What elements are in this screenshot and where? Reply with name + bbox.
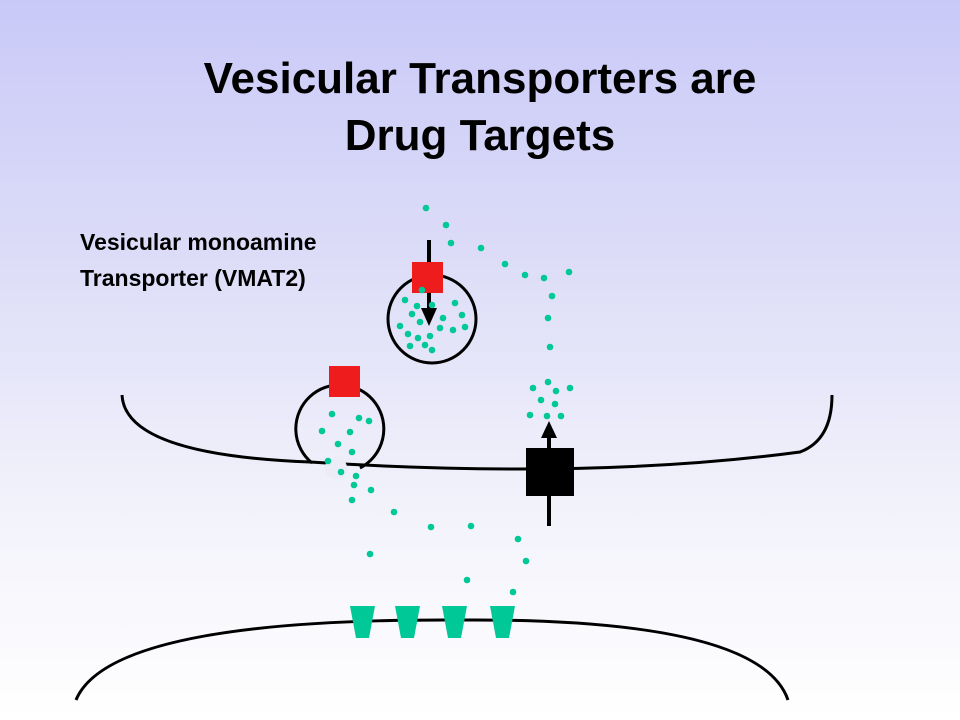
plasma-membrane-transporter xyxy=(526,448,574,496)
neurotransmitter-dot xyxy=(396,322,404,330)
vmat2-transporter-fused-vesicle xyxy=(329,366,360,397)
neurotransmitter-dot xyxy=(406,342,414,350)
neurotransmitter-dot xyxy=(501,260,509,268)
postsynaptic-membrane xyxy=(74,618,790,701)
neurotransmitter-molecules xyxy=(318,204,574,596)
neurotransmitter-dot xyxy=(436,324,444,332)
receptor xyxy=(350,606,375,638)
neurotransmitter-dot xyxy=(463,576,471,584)
neurotransmitter-dot xyxy=(318,427,326,435)
neurotransmitter-dot xyxy=(477,244,485,252)
neurotransmitter-dot xyxy=(413,302,421,310)
neurotransmitter-dot xyxy=(426,332,434,340)
neurotransmitter-dot xyxy=(552,387,560,395)
neurotransmitter-dot xyxy=(418,286,426,294)
neurotransmitter-dot xyxy=(537,396,545,404)
neurotransmitter-dot xyxy=(514,535,522,543)
neurotransmitter-dot xyxy=(526,411,534,419)
neurotransmitter-dot xyxy=(401,296,409,304)
neurotransmitter-dot xyxy=(566,384,574,392)
neurotransmitter-dot xyxy=(521,271,529,279)
fusing-vesicle xyxy=(294,383,386,470)
neurotransmitter-dot xyxy=(428,346,436,354)
vmat2-label-line-1: Vesicular monoamine xyxy=(80,229,317,255)
neurotransmitter-dot xyxy=(427,523,435,531)
receptor xyxy=(490,606,515,638)
vmat2-transporter xyxy=(412,262,443,293)
neurotransmitter-dot xyxy=(348,496,356,504)
neurotransmitter-dot xyxy=(543,412,551,420)
neurotransmitter-dot xyxy=(422,204,430,212)
neurotransmitter-dot xyxy=(390,508,398,516)
neurotransmitter-dot xyxy=(461,323,469,331)
neurotransmitter-dot xyxy=(509,588,517,596)
neurotransmitter-dot xyxy=(367,486,375,494)
title-line-2: Drug Targets xyxy=(344,111,616,160)
neurotransmitter-dot xyxy=(414,334,422,342)
neurotransmitter-dot xyxy=(548,292,556,300)
neurotransmitter-dot xyxy=(428,301,436,309)
neurotransmitter-dot xyxy=(546,343,554,351)
receptor xyxy=(442,606,467,638)
neurotransmitter-dot xyxy=(346,428,354,436)
neurotransmitter-dot xyxy=(439,314,447,322)
neurotransmitter-dot xyxy=(529,384,537,392)
neurotransmitter-dot xyxy=(365,417,373,425)
neurotransmitter-dot xyxy=(404,330,412,338)
slide-title: Vesicular Transporters are Drug Targets xyxy=(0,50,960,164)
neurotransmitter-dot xyxy=(421,341,429,349)
neurotransmitter-dot xyxy=(522,557,530,565)
neurotransmitter-dot xyxy=(348,448,356,456)
neurotransmitter-dot xyxy=(557,412,565,420)
neurotransmitter-dot xyxy=(467,522,475,530)
neurotransmitter-dot xyxy=(544,378,552,386)
neurotransmitter-dot xyxy=(352,472,360,480)
neurotransmitter-dot xyxy=(416,318,424,326)
neurotransmitter-dot xyxy=(551,400,559,408)
receptor xyxy=(395,606,420,638)
vmat2-label-line-2: Transporter (VMAT2) xyxy=(80,265,306,291)
title-line-1: Vesicular Transporters are xyxy=(203,54,757,103)
neurotransmitter-dot xyxy=(565,268,573,276)
vmat2-uptake-arrowhead xyxy=(421,308,437,326)
neurotransmitter-dot xyxy=(334,440,342,448)
vmat2-label: Vesicular monoamine Transporter (VMAT2) xyxy=(80,224,316,296)
neurotransmitter-dot xyxy=(442,221,450,229)
neurotransmitter-dot xyxy=(355,414,363,422)
reuptake-arrowhead xyxy=(541,421,557,438)
neurotransmitter-dot xyxy=(350,481,358,489)
neurotransmitter-dot xyxy=(544,314,552,322)
neurotransmitter-dot xyxy=(449,326,457,334)
neurotransmitter-dot xyxy=(324,457,332,465)
neurotransmitter-dot xyxy=(408,310,416,318)
neurotransmitter-dot xyxy=(540,274,548,282)
neurotransmitter-dot xyxy=(451,299,459,307)
neurotransmitter-dot xyxy=(328,410,336,418)
neurotransmitter-dot xyxy=(458,311,466,319)
presynaptic-membrane xyxy=(120,394,834,471)
neurotransmitter-dot xyxy=(366,550,374,558)
neurotransmitter-dot xyxy=(447,239,455,247)
neurotransmitter-dot xyxy=(337,468,345,476)
